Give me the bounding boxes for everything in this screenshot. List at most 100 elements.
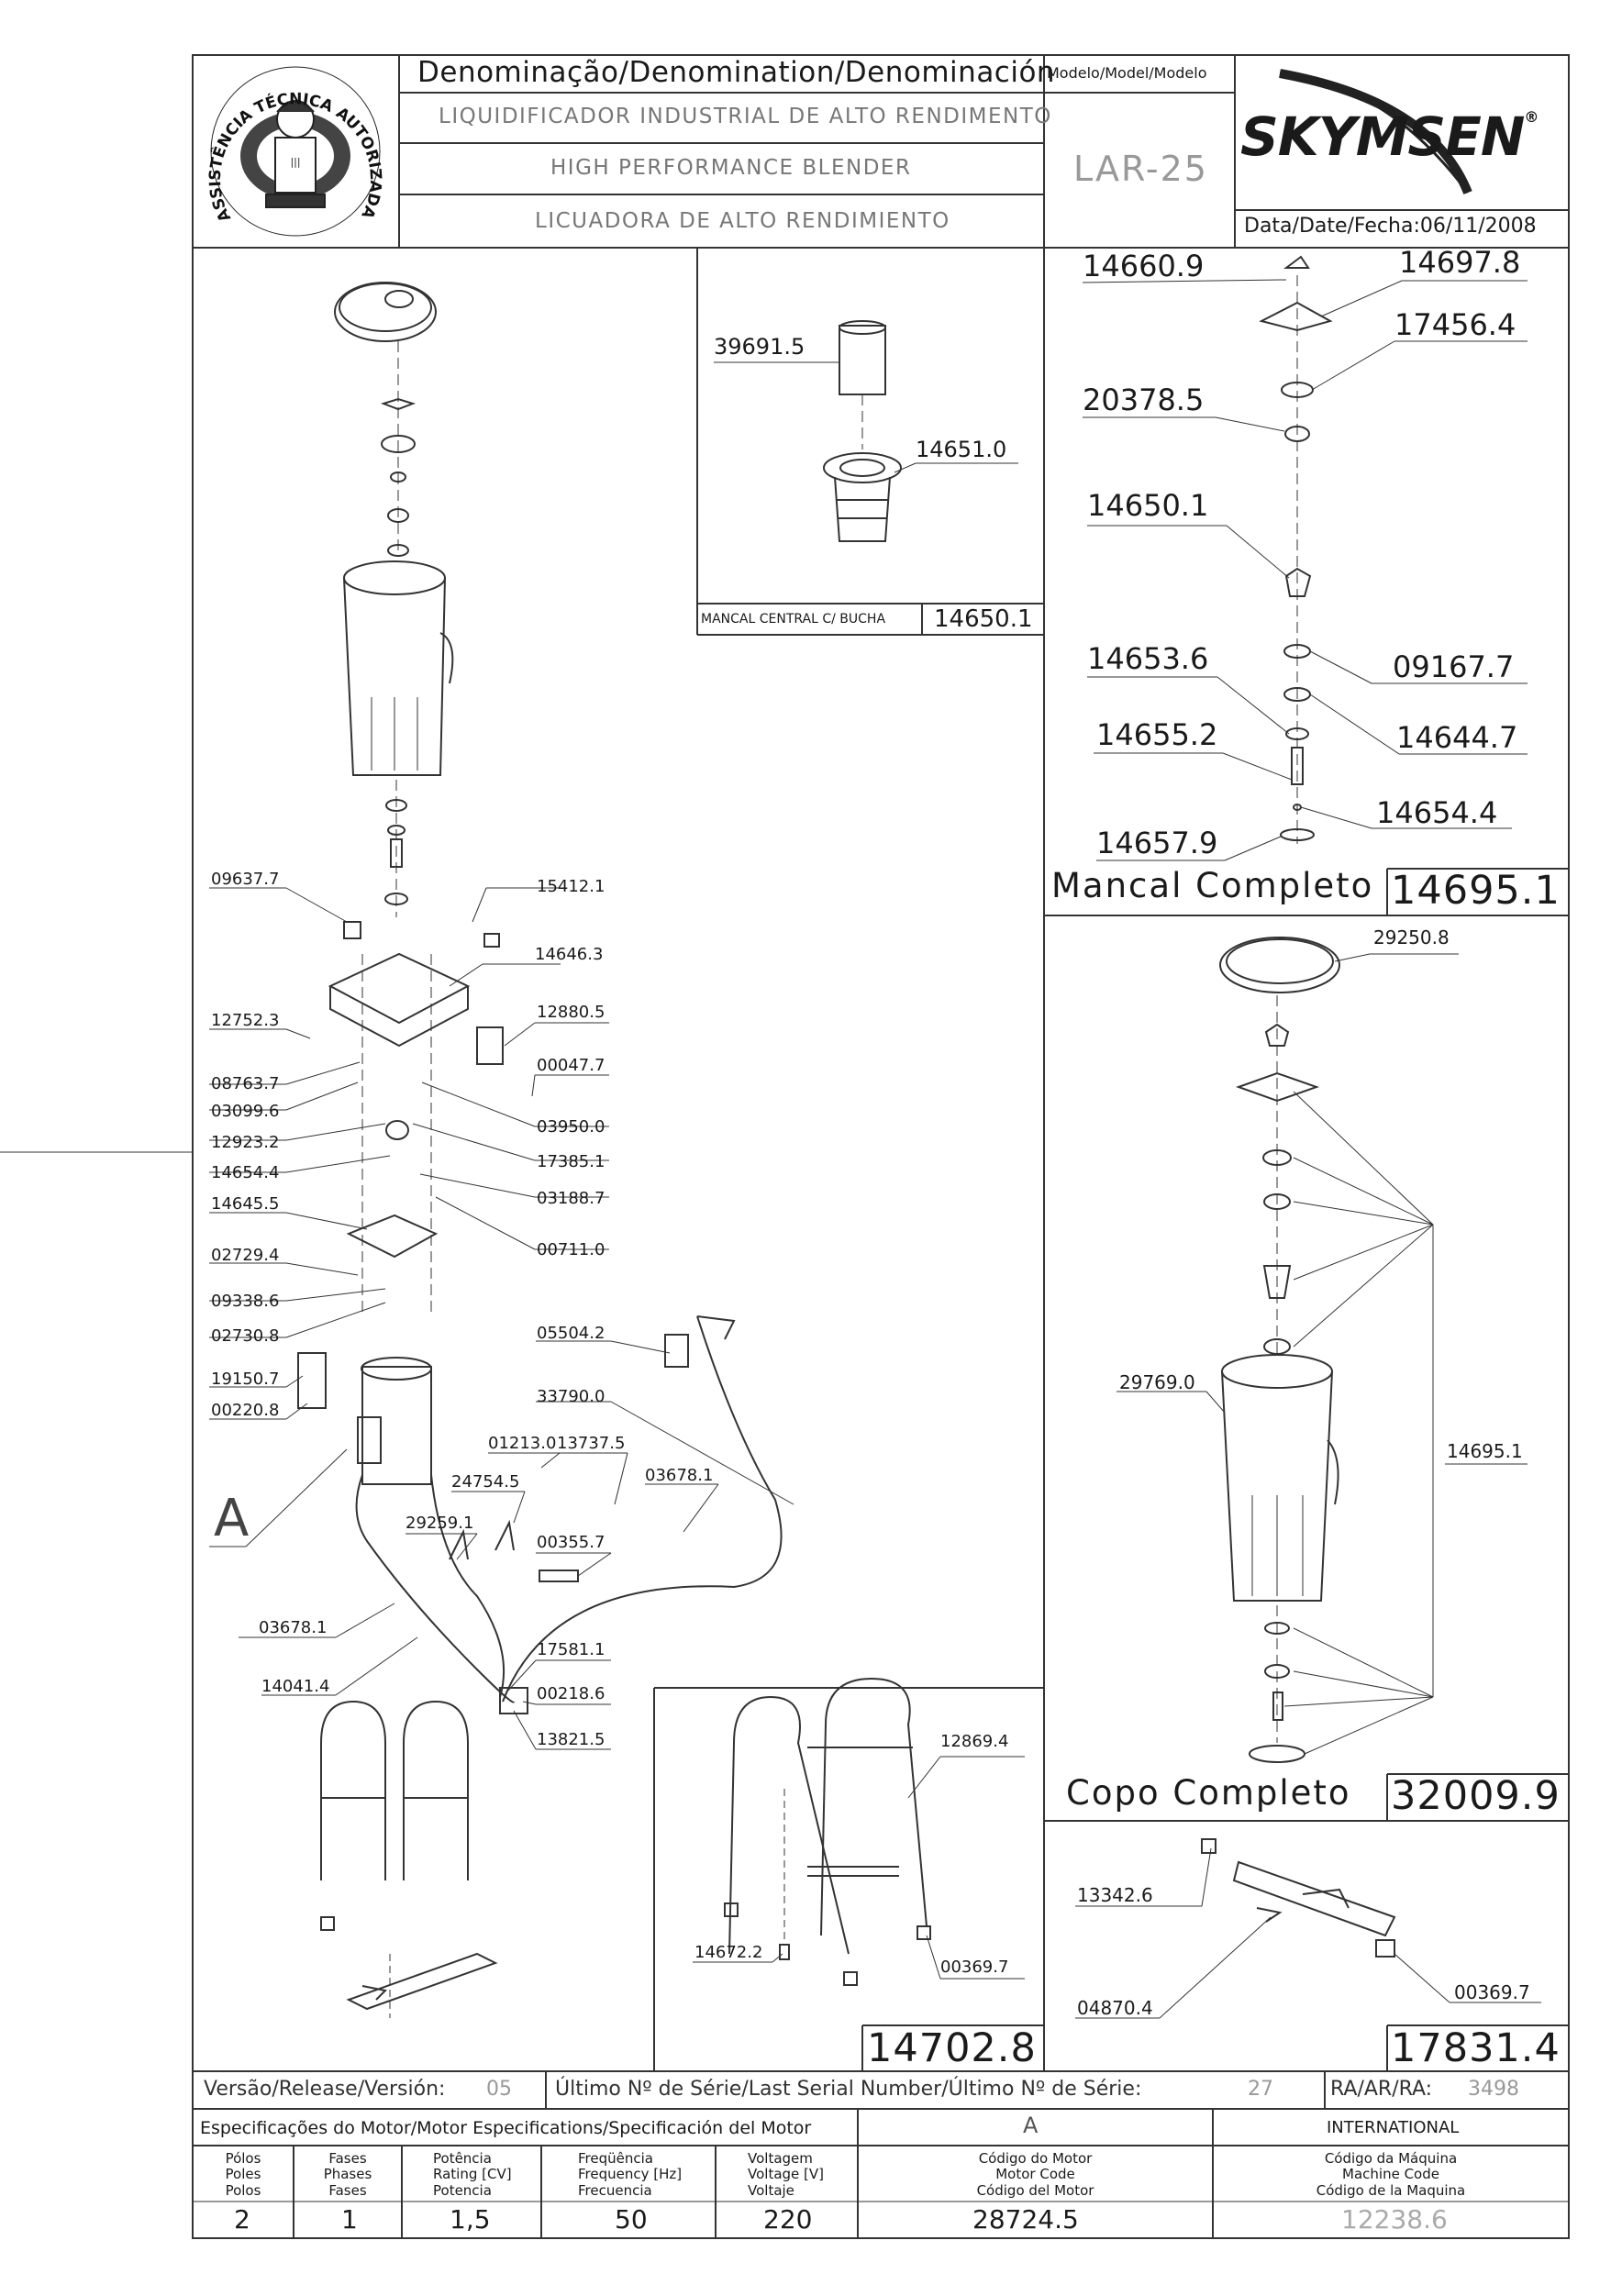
- rail-code: 17831.4: [1391, 2025, 1561, 2071]
- part-number: 00218.6: [537, 1684, 605, 1703]
- part-number: 15412.1: [537, 877, 605, 896]
- bearing-drawing: [1259, 255, 1333, 844]
- spec-value-poles: 2: [234, 2204, 250, 2235]
- part-number: 39691.5: [714, 334, 805, 360]
- date-row: Data/Date/Fecha:06/11/2008: [1244, 215, 1537, 238]
- part-number: 20378.5: [1083, 383, 1205, 417]
- spec-header-machine-code: Código da Máquina Machine Code Código de…: [1316, 2150, 1466, 2199]
- part-number: 14695.1: [1447, 1440, 1523, 1462]
- part-number: 00047.7: [537, 1056, 605, 1075]
- part-number: 13342.6: [1077, 1884, 1153, 1906]
- part-number: 29769.0: [1119, 1371, 1195, 1393]
- rail-drawing: [1201, 1838, 1396, 1958]
- part-number: 14672.2: [694, 1943, 763, 1962]
- part-number: 14660.9: [1083, 249, 1205, 283]
- part-number: 17581.1: [537, 1640, 605, 1659]
- ra-label: RA/AR/RA:: [1330, 2078, 1433, 2101]
- part-number: 04870.4: [1077, 1997, 1153, 2019]
- part-number: 24754.5: [451, 1472, 520, 1492]
- authorized-seal-logo: |||: [210, 66, 381, 237]
- spec-value-machine-code: 12238.6: [1341, 2204, 1448, 2235]
- model-number: LAR-25: [1073, 149, 1208, 189]
- stand-drawing: [724, 1677, 931, 1986]
- serial-label: Último Nº de Série/Last Serial Number/Úl…: [555, 2078, 1142, 2101]
- part-number: 14644.7: [1396, 720, 1518, 755]
- part-number: 14654.4: [1376, 795, 1498, 830]
- spec-header-motor-code: Código do Motor Motor Code Código del Mo…: [976, 2150, 1094, 2199]
- part-number: 14654.4: [211, 1163, 280, 1182]
- spec-value-motor-code: 28724.5: [972, 2204, 1079, 2235]
- part-number: 09167.7: [1393, 649, 1515, 684]
- part-number: 14646.3: [535, 945, 604, 964]
- part-number: 08763.7: [211, 1074, 280, 1093]
- part-number: 13737.5: [557, 1434, 626, 1453]
- part-number: 03188.7: [537, 1189, 605, 1208]
- part-number: 09637.7: [211, 870, 280, 889]
- bearing-code: 14695.1: [1391, 868, 1561, 914]
- version-value: 05: [486, 2078, 512, 2101]
- part-number: 13821.5: [537, 1730, 605, 1749]
- spec-header-phases: Fases Phases Fases: [323, 2150, 372, 2199]
- version-label: Versão/Release/Versión:: [204, 2078, 446, 2101]
- motor-letter: A: [1023, 2113, 1039, 2138]
- part-number: 12923.2: [211, 1133, 280, 1152]
- serial-value: 27: [1248, 2078, 1273, 2101]
- denomination-label: Denominação/Denomination/Denominación: [417, 56, 1056, 89]
- part-number: 02729.4: [211, 1246, 280, 1265]
- part-number: 05504.2: [537, 1324, 605, 1343]
- part-number: 33790.0: [537, 1387, 605, 1406]
- part-number: 12880.5: [537, 1003, 605, 1022]
- part-number: 03678.1: [259, 1618, 328, 1637]
- part-number: 00220.8: [211, 1401, 280, 1420]
- name-en: HIGH PERFORMANCE BLENDER: [550, 156, 912, 180]
- spec-header-poles: Pólos Poles Polos: [225, 2150, 261, 2199]
- brand-swoosh-logo: [1279, 69, 1472, 194]
- model-label: Modelo/Model/Modelo: [1047, 64, 1207, 82]
- spec-value-phases: 1: [341, 2204, 358, 2235]
- part-number: 03950.0: [537, 1117, 605, 1137]
- part-number: 14697.8: [1399, 245, 1521, 280]
- part-number: 14651.0: [916, 437, 1007, 462]
- cup-code: 32009.9: [1391, 1773, 1561, 1819]
- part-number: 14655.2: [1096, 717, 1218, 752]
- name-pt: LIQUIDIFICADOR INDUSTRIAL DE ALTO RENDIM…: [439, 105, 1052, 128]
- spec-header-rating: Potência Rating [CV] Potencia: [433, 2150, 512, 2199]
- spec-header-voltage: Voltagem Voltage [V] Voltaje: [748, 2150, 824, 2199]
- part-number: 12869.4: [940, 1732, 1009, 1751]
- spec-header-frequency: Freqüência Frequency [Hz] Frecuencia: [578, 2150, 683, 2199]
- part-number: 17456.4: [1394, 307, 1516, 342]
- part-number: 29250.8: [1373, 926, 1450, 948]
- bushing-drawing: [823, 320, 902, 542]
- part-number: 03678.1: [645, 1466, 714, 1485]
- part-number: 17385.1: [537, 1152, 605, 1171]
- svg-text:|||: |||: [290, 156, 300, 168]
- part-number: 03099.6: [211, 1102, 280, 1121]
- bushing-code: 14650.1: [934, 605, 1033, 633]
- cup-drawing: [1219, 937, 1434, 1763]
- part-number: 19150.7: [211, 1370, 280, 1389]
- bearing-title: Mancal Completo: [1051, 866, 1374, 905]
- motor-callout-letter: A: [214, 1489, 250, 1548]
- part-number: 02730.8: [211, 1326, 280, 1346]
- part-number: 14650.1: [1087, 488, 1209, 523]
- part-number: 29259.1: [406, 1514, 474, 1533]
- part-number: 00369.7: [1454, 1981, 1530, 2003]
- spec-value-frequency: 50: [615, 2204, 648, 2235]
- cup-title: Copo Completo: [1066, 1773, 1351, 1813]
- part-number: 14657.9: [1096, 826, 1218, 860]
- bushing-title: MANCAL CENTRAL C/ BUCHA: [701, 612, 886, 627]
- main-exploded-view: [297, 282, 783, 2018]
- part-number: 14653.6: [1087, 641, 1209, 676]
- spec-value-rating: 1,5: [450, 2204, 491, 2235]
- spec-value-voltage: 220: [763, 2204, 813, 2235]
- name-es: LICUADORA DE ALTO RENDIMIENTO: [535, 209, 950, 233]
- part-number: 00355.7: [537, 1533, 605, 1552]
- stand-code: 14702.8: [867, 2025, 1037, 2071]
- part-number: 14645.5: [211, 1194, 280, 1214]
- part-number: 01213.0: [488, 1434, 557, 1453]
- brand-logo-text: SKYMSEN®: [1240, 105, 1539, 168]
- ra-value: 3498: [1468, 2078, 1519, 2101]
- part-number: 09338.6: [211, 1292, 280, 1311]
